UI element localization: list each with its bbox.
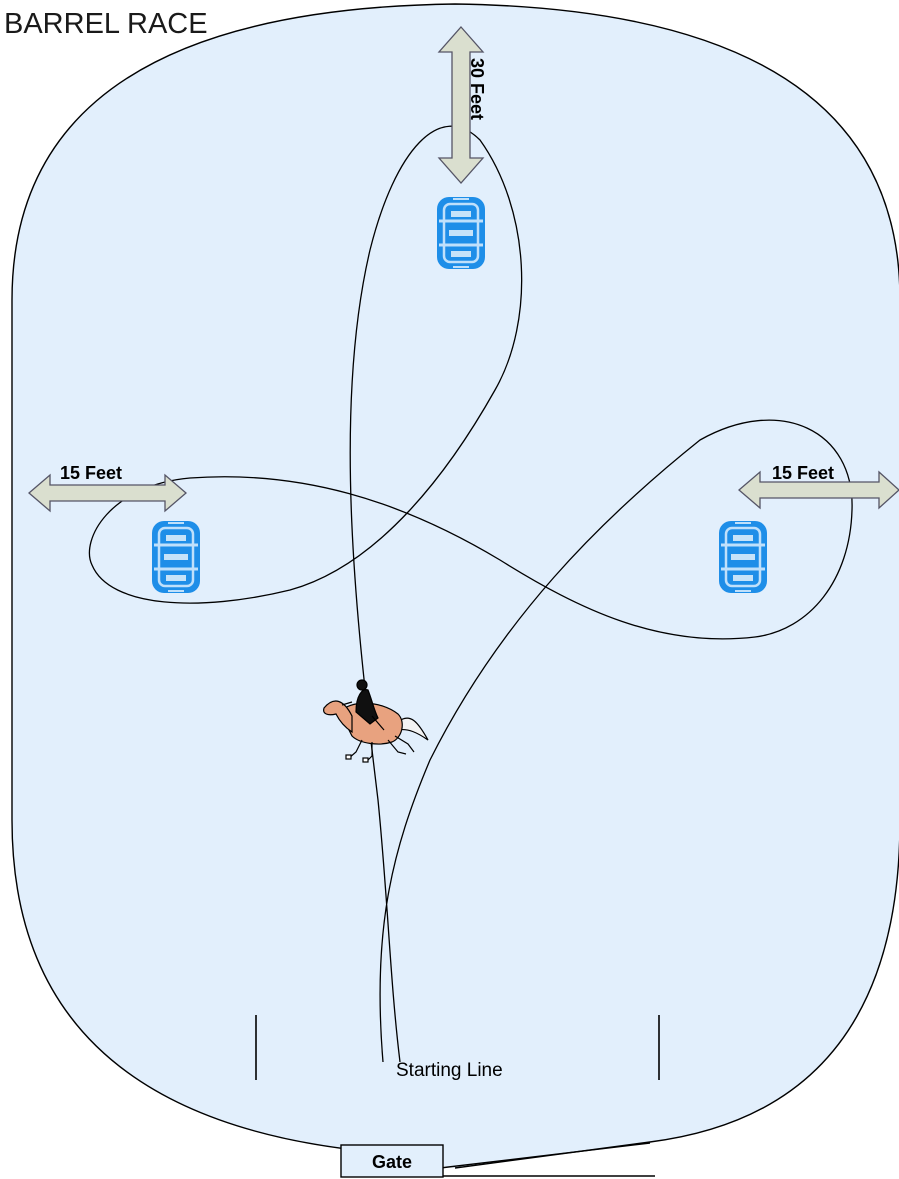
right-distance-label: 15 Feet	[772, 463, 834, 483]
double-arrow-icon	[437, 26, 485, 184]
double-arrow-icon	[738, 470, 899, 510]
top-distance-label: 30 Feet	[467, 58, 487, 120]
gate: Gate	[340, 1142, 655, 1178]
gate-label: Gate	[372, 1152, 412, 1172]
barrel-icon	[717, 519, 769, 595]
page-title: BARREL RACE	[4, 8, 208, 40]
left-distance-label: 15 Feet	[60, 463, 122, 483]
barrel-icon	[435, 195, 487, 271]
horse-rider-icon	[323, 679, 429, 763]
arena-boundary	[11, 3, 899, 1169]
race-path	[88, 125, 853, 1063]
starting-line-label: Starting Line	[396, 1060, 503, 1081]
double-arrow-icon	[28, 473, 187, 513]
barrel-icon	[150, 519, 202, 595]
